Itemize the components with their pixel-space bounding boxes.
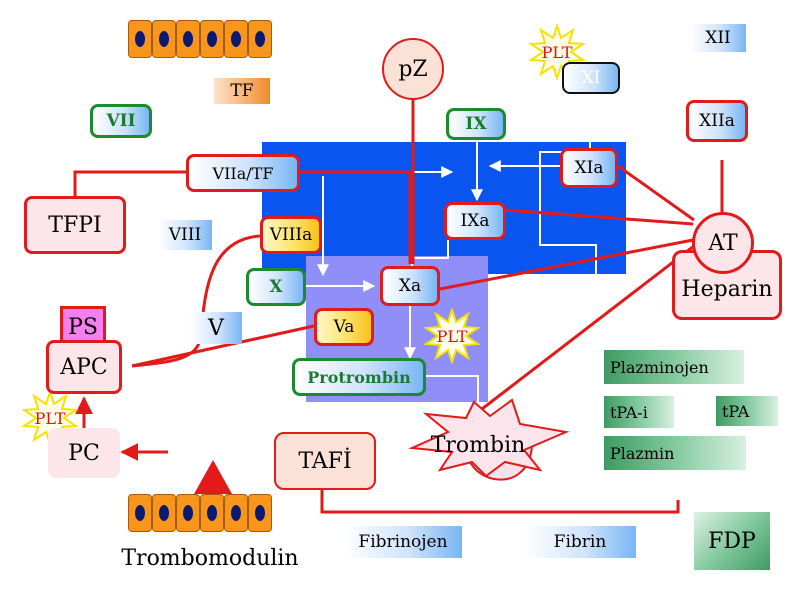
node-at[interactable]: AT: [692, 212, 754, 274]
node-xia[interactable]: XIa: [560, 148, 618, 188]
cell: [152, 20, 176, 58]
node-tfpi[interactable]: TFPI: [24, 196, 126, 254]
node-tafi-label: TAFİ: [298, 448, 352, 474]
nucleus: [255, 505, 265, 521]
nucleus: [159, 31, 169, 47]
node-fibrinojen-label: Fibrinojen: [358, 532, 448, 552]
node-fibrin-label: Fibrin: [553, 532, 607, 552]
node-xii[interactable]: XII: [690, 24, 746, 52]
trombomodulin-arrow: [194, 460, 232, 494]
node-viii-label: VIII: [168, 225, 202, 245]
node-fdp-label: FDP: [708, 528, 756, 554]
node-apc-label: APC: [60, 354, 108, 380]
node-vii-label: VII: [106, 111, 136, 131]
node-viia-tf[interactable]: VIIa/TF: [186, 154, 300, 192]
node-tf[interactable]: TF: [214, 78, 270, 104]
node-va[interactable]: Va: [314, 308, 374, 346]
node-trombin[interactable]: Trombin: [426, 430, 530, 460]
node-xa-label: Xa: [398, 276, 422, 296]
trombin-star: [408, 398, 570, 478]
nucleus: [135, 505, 145, 521]
node-ixa-label: IXa: [460, 211, 490, 231]
nucleus: [231, 31, 241, 47]
node-va-label: Va: [333, 317, 355, 337]
nucleus: [231, 505, 241, 521]
nucleus: [159, 505, 169, 521]
node-protrombin-label: Protrombin: [307, 367, 411, 387]
plt-label: PLT: [34, 408, 66, 428]
cell: [200, 20, 224, 58]
node-ix-label: IX: [465, 114, 487, 134]
node-x-label: X: [269, 277, 283, 297]
nucleus: [183, 505, 193, 521]
node-tpa[interactable]: tPA: [716, 396, 778, 426]
node-trombin-label: Trombin: [430, 432, 526, 458]
node-viiia-label: VIIIa: [269, 225, 313, 245]
cell: [176, 20, 200, 58]
nucleus: [255, 31, 265, 47]
node-fdp[interactable]: FDP: [694, 512, 770, 570]
node-plazmin[interactable]: Plazmin: [604, 436, 746, 470]
node-pz-label: pZ: [398, 56, 428, 82]
endothelial-cells-bottom: [128, 494, 272, 532]
nucleus: [183, 31, 193, 47]
node-tafi[interactable]: TAFİ: [274, 432, 376, 490]
node-plazminojen[interactable]: Plazminojen: [604, 350, 744, 384]
node-fibrin[interactable]: Fibrin: [524, 526, 636, 558]
node-tpa-i-label: tPA-i: [610, 402, 648, 422]
node-xiia[interactable]: XIIa: [686, 100, 748, 142]
node-ixa[interactable]: IXa: [444, 202, 506, 240]
node-ix[interactable]: IX: [446, 108, 506, 140]
node-x[interactable]: X: [246, 268, 306, 306]
cell: [128, 20, 152, 58]
node-plazminojen-label: Plazminojen: [610, 357, 709, 377]
node-v-label: V: [208, 315, 224, 341]
nucleus: [135, 31, 145, 47]
node-ps-label: PS: [68, 314, 98, 340]
nucleus: [207, 505, 217, 521]
node-heparin-label: Heparin: [681, 276, 773, 302]
plt-label: PLT: [541, 42, 573, 62]
cell: [200, 494, 224, 532]
node-pc-label: PC: [68, 440, 100, 466]
node-apc[interactable]: APC: [46, 340, 122, 394]
node-tfpi-label: TFPI: [48, 212, 102, 238]
cell: [224, 20, 248, 58]
node-plazmin-label: Plazmin: [610, 443, 675, 463]
node-viiia[interactable]: VIIIa: [260, 216, 322, 254]
plt-label: PLT: [436, 326, 468, 346]
trombomodulin-label: Trombomodulin: [110, 542, 310, 574]
cell: [224, 494, 248, 532]
plt-burst-middle: PLT: [423, 306, 481, 366]
node-tpa-label: tPA: [722, 401, 750, 421]
nucleus: [207, 31, 217, 47]
node-xia-label: XIa: [574, 158, 604, 178]
node-protrombin[interactable]: Protrombin: [292, 358, 426, 396]
endothelial-cells-top: [128, 20, 272, 58]
node-pz[interactable]: pZ: [382, 38, 444, 100]
node-xa[interactable]: Xa: [380, 266, 440, 306]
cell: [248, 494, 272, 532]
cell: [128, 494, 152, 532]
plt-burst-shape: [423, 306, 481, 366]
cell: [176, 494, 200, 532]
node-pc[interactable]: PC: [48, 428, 120, 478]
node-v[interactable]: V: [190, 312, 242, 344]
node-viii[interactable]: VIII: [158, 220, 212, 250]
node-vii[interactable]: VII: [90, 104, 152, 138]
node-at-label: AT: [708, 230, 738, 256]
trombomodulin-text: Trombomodulin: [121, 545, 299, 571]
node-xi[interactable]: XI: [562, 62, 620, 94]
cell: [248, 20, 272, 58]
node-fibrinojen[interactable]: Fibrinojen: [344, 526, 462, 558]
node-tpa-i[interactable]: tPA-i: [604, 396, 674, 428]
node-xiia-label: XIIa: [699, 111, 735, 131]
node-xii-label: XII: [705, 28, 731, 48]
node-xi-label: XI: [581, 68, 601, 88]
node-tf-label: TF: [230, 81, 254, 101]
cell: [152, 494, 176, 532]
node-viia-tf-label: VIIa/TF: [212, 163, 274, 183]
